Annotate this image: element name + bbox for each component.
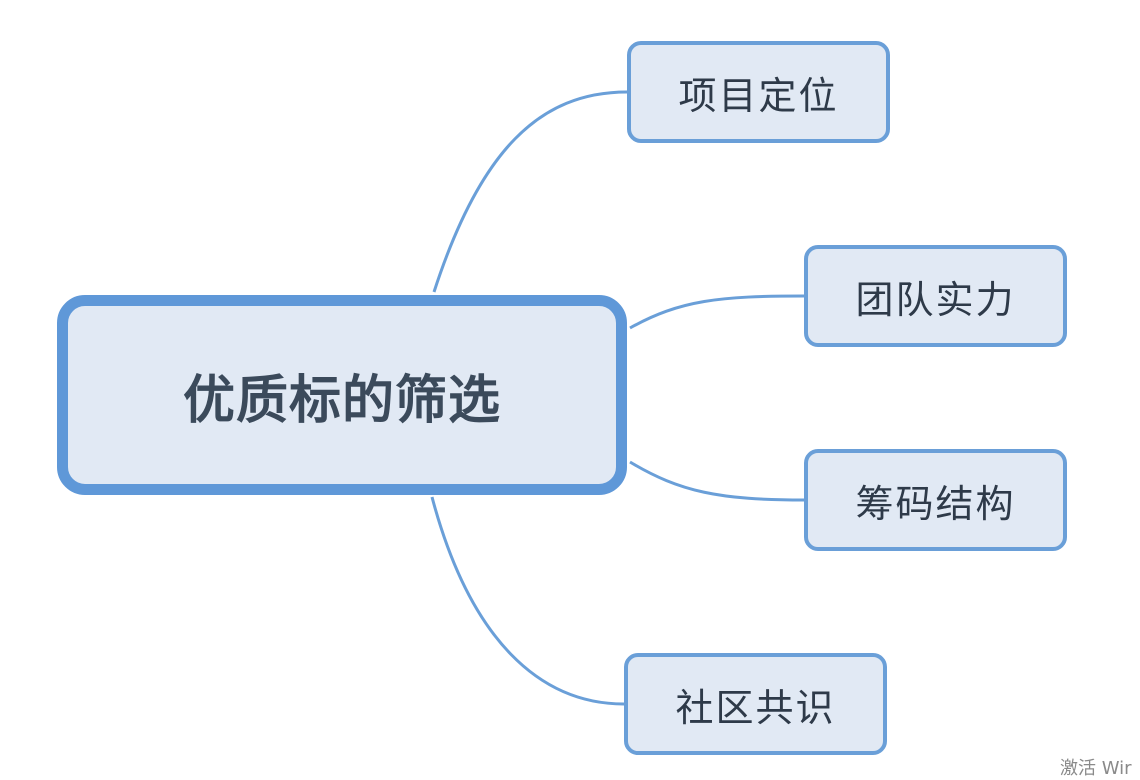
child-node-chips[interactable]: 筹码结构 [804, 449, 1067, 551]
activation-watermark: 激活 Wir [1060, 758, 1132, 779]
child-node-community[interactable]: 社区共识 [624, 653, 887, 755]
child-node-label: 项目定位 [678, 73, 839, 118]
child-node-label: 社区共识 [675, 685, 836, 730]
child-node-label: 筹码结构 [855, 481, 1016, 526]
connector-positioning [432, 90, 628, 293]
child-node-label: 团队实力 [855, 277, 1016, 322]
connector-team [629, 294, 805, 330]
connector-community [430, 496, 625, 706]
root-node[interactable]: 优质标的筛选 [57, 295, 627, 495]
child-node-positioning[interactable]: 项目定位 [627, 41, 890, 143]
root-node-label: 优质标的筛选 [182, 370, 501, 431]
connector-chips [629, 460, 805, 502]
child-node-team[interactable]: 团队实力 [804, 245, 1067, 347]
